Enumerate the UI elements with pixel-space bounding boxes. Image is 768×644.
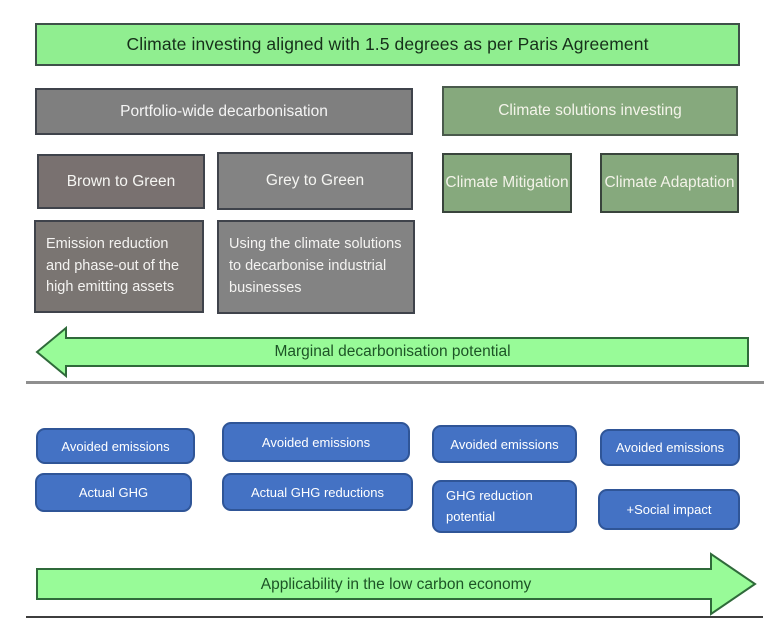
arrow-marginal-label: Marginal decarbonisation potential bbox=[274, 343, 511, 360]
metric-social-impact: +Social impact bbox=[598, 489, 740, 530]
header-climate-solutions: Climate solutions investing bbox=[442, 86, 738, 136]
metric-actual-ghg: Actual GHG bbox=[35, 473, 192, 512]
banner-title: Climate investing aligned with 1.5 degre… bbox=[35, 23, 740, 66]
header-portfolio-decarbonisation: Portfolio-wide decarbonisation bbox=[35, 88, 413, 135]
arrow-applicability-label: Applicability in the low carbon economy bbox=[260, 575, 532, 593]
description-brown-to-green: Emission reduction and phase-out of the … bbox=[34, 220, 204, 313]
right-arrow-shape bbox=[36, 552, 757, 616]
strategy-climate-adaptation: Climate Adaptation bbox=[600, 153, 739, 213]
divider-line-upper bbox=[26, 381, 764, 384]
strategy-climate-mitigation: Climate Mitigation bbox=[442, 153, 572, 213]
arrow-applicability: Applicability in the low carbon economy bbox=[35, 552, 757, 617]
strategy-grey-to-green: Grey to Green bbox=[217, 152, 413, 210]
metric-avoided-emissions-4: Avoided emissions bbox=[600, 429, 740, 466]
arrow-marginal-decarbonisation: Marginal decarbonisation potential bbox=[35, 325, 750, 379]
metric-avoided-emissions-1: Avoided emissions bbox=[36, 428, 195, 464]
metric-actual-ghg-reductions: Actual GHG reductions bbox=[222, 473, 413, 511]
divider-line-lower bbox=[26, 616, 763, 618]
metric-avoided-emissions-2: Avoided emissions bbox=[222, 422, 410, 462]
strategy-brown-to-green: Brown to Green bbox=[37, 154, 205, 209]
metric-ghg-reduction-potential: GHG reduction potential bbox=[432, 480, 577, 533]
metric-avoided-emissions-3: Avoided emissions bbox=[432, 425, 577, 463]
left-arrow-shape bbox=[35, 325, 749, 379]
description-grey-to-green: Using the climate solutions to decarboni… bbox=[217, 220, 415, 314]
